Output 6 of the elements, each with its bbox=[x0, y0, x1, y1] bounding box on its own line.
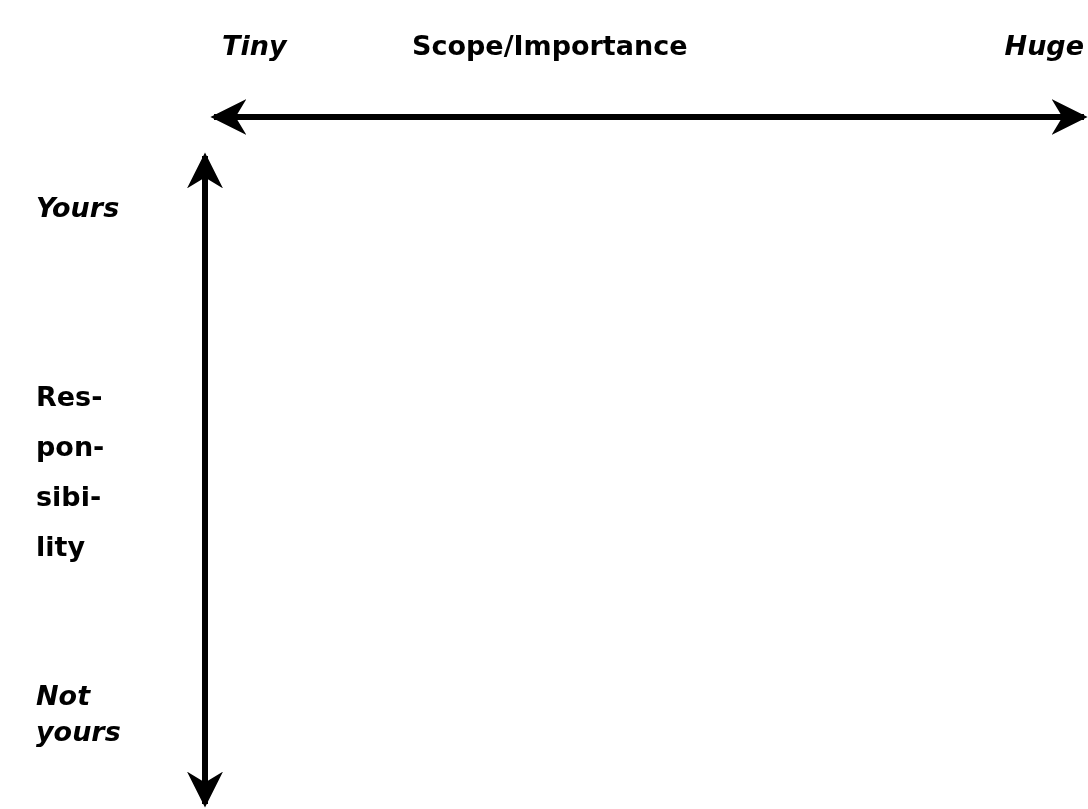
axis-title: Scope/Importance bbox=[412, 29, 688, 63]
axis-end-label: Tiny bbox=[222, 29, 287, 63]
axis-end-label: Not yours bbox=[36, 679, 121, 749]
axis-end-label: Huge bbox=[1004, 29, 1084, 63]
axis-title: Res- pon- sibi- lity bbox=[36, 380, 105, 564]
axis-end-label: Yours bbox=[36, 191, 120, 225]
